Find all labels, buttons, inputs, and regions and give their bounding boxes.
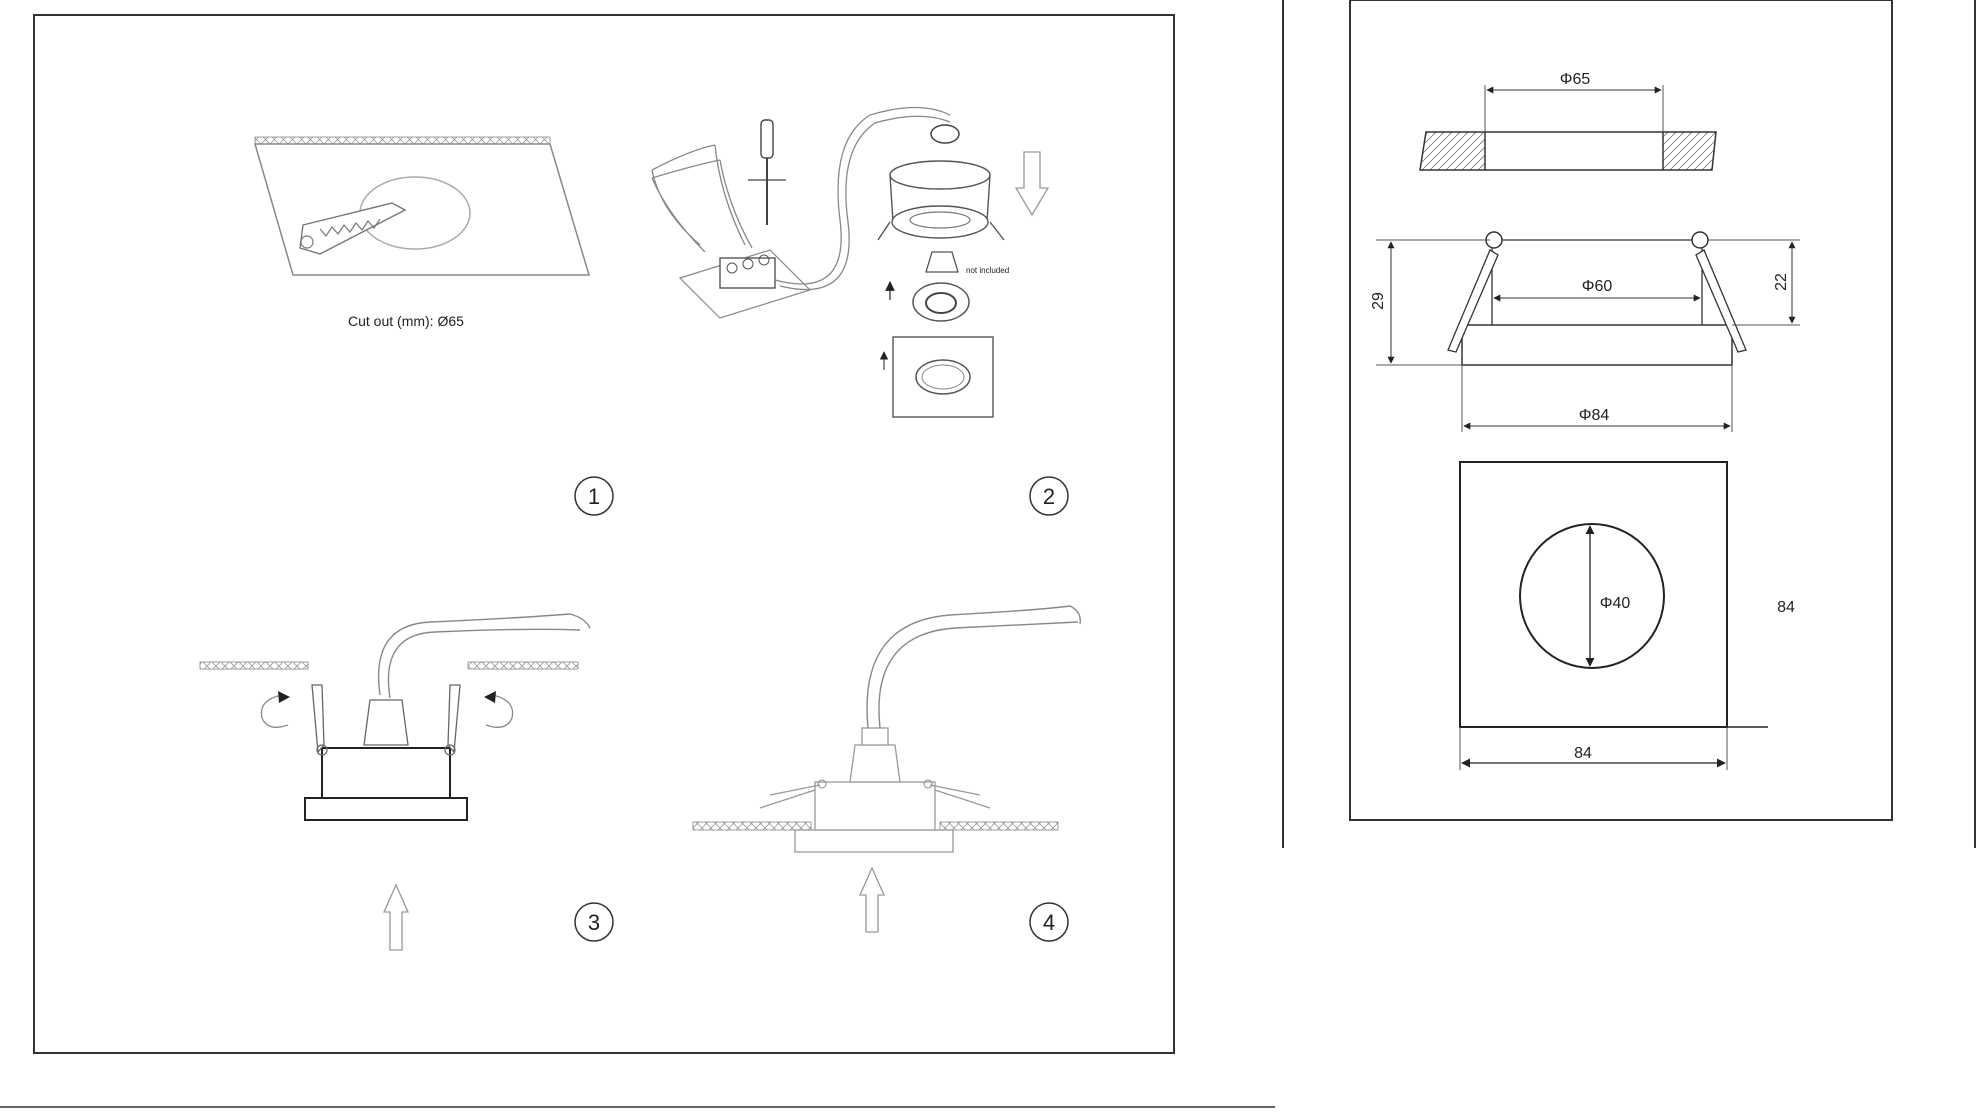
- svg-text:4: 4: [1043, 910, 1055, 935]
- fixture-side-view: Φ60 29 22 Φ84: [1370, 231, 1800, 432]
- svg-text:2: 2: [1043, 484, 1055, 509]
- installation-panel-frame: [33, 14, 1175, 1054]
- dimensions-panel-frame: [1349, 0, 1893, 821]
- push-up-arrow-icon: [382, 883, 410, 951]
- cutout-section-drawing: Φ65: [1419, 71, 1717, 171]
- plate-width-label: 84: [1574, 745, 1592, 762]
- push-up-arrow-icon: [858, 866, 886, 933]
- not-included-label: not included: [966, 266, 1009, 275]
- step-number-4: 4: [1029, 902, 1069, 942]
- terminal-block: [719, 254, 776, 289]
- fixture-front-view: Φ40 84 84: [1459, 461, 1795, 770]
- plate-height-label: 84: [1777, 599, 1795, 616]
- step-number-1: 1: [574, 476, 614, 516]
- inner-diameter-label: Φ60: [1582, 278, 1613, 295]
- step4-installed-illustration: [692, 605, 1081, 933]
- lens-diameter-label: Φ40: [1600, 595, 1631, 612]
- trim-plate: [892, 336, 994, 418]
- svg-text:3: 3: [588, 910, 600, 935]
- step-number-2: 2: [1029, 476, 1069, 516]
- lamp-bulb: [912, 251, 970, 322]
- total-height-label: 29: [1370, 292, 1387, 310]
- step3-spring-clips-illustration: [199, 613, 591, 951]
- downlight-housing: [877, 160, 1005, 241]
- cutout-diameter-label: Φ65: [1560, 71, 1591, 88]
- down-arrow-icon: [1014, 151, 1050, 217]
- rotate-left-icon: [260, 691, 290, 728]
- svg-text:1: 1: [588, 484, 600, 509]
- step2-wiring-illustration: not included: [651, 106, 1050, 418]
- rotate-right-icon: [484, 691, 514, 728]
- step1-cutout-illustration: Cut out (mm): Ø65: [254, 136, 591, 329]
- cutout-label: Cut out (mm): Ø65: [348, 313, 464, 329]
- spring-height-label: 22: [1773, 273, 1790, 291]
- outer-diameter-label: Φ84: [1579, 407, 1610, 424]
- step-number-3: 3: [574, 902, 614, 942]
- saw-icon: [299, 202, 407, 255]
- screwdriver-icon: [748, 119, 786, 225]
